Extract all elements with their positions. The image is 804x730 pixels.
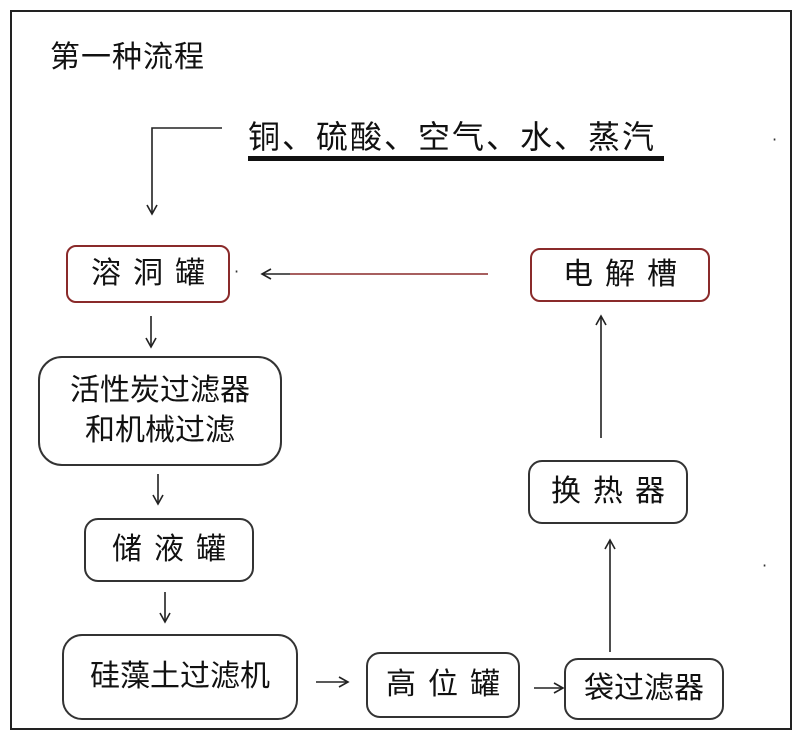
node-carbon-filter-line2: 和机械过滤 — [85, 413, 235, 448]
input-materials-label: 铜、硫酸、空气、水、蒸汽 — [248, 118, 657, 156]
arrow-materials-to-dissolve — [146, 127, 222, 216]
node-dissolve-tank: 溶洞罐 — [66, 245, 230, 303]
diagram-title: 第一种流程 — [50, 40, 205, 75]
node-diatomite-filter: 硅藻土过滤机 — [62, 634, 298, 720]
node-heat-exchanger: 换热器 — [528, 460, 688, 524]
stray-dot: · — [234, 262, 240, 281]
node-electrolysis-cell: 电解槽 — [530, 248, 710, 302]
node-head-tank: 高位罐 — [366, 652, 520, 718]
node-storage-tank: 储液罐 — [84, 518, 254, 582]
stray-dot: · — [772, 130, 778, 149]
materials-underline — [248, 156, 664, 161]
stray-dot: · — [762, 556, 768, 575]
node-bag-filter: 袋过滤器 — [564, 658, 724, 720]
node-carbon-filter-line1: 活性炭过滤器 — [70, 372, 250, 408]
node-carbon-mechanical-filter: 活性炭过滤器 和机械过滤 — [38, 356, 282, 466]
